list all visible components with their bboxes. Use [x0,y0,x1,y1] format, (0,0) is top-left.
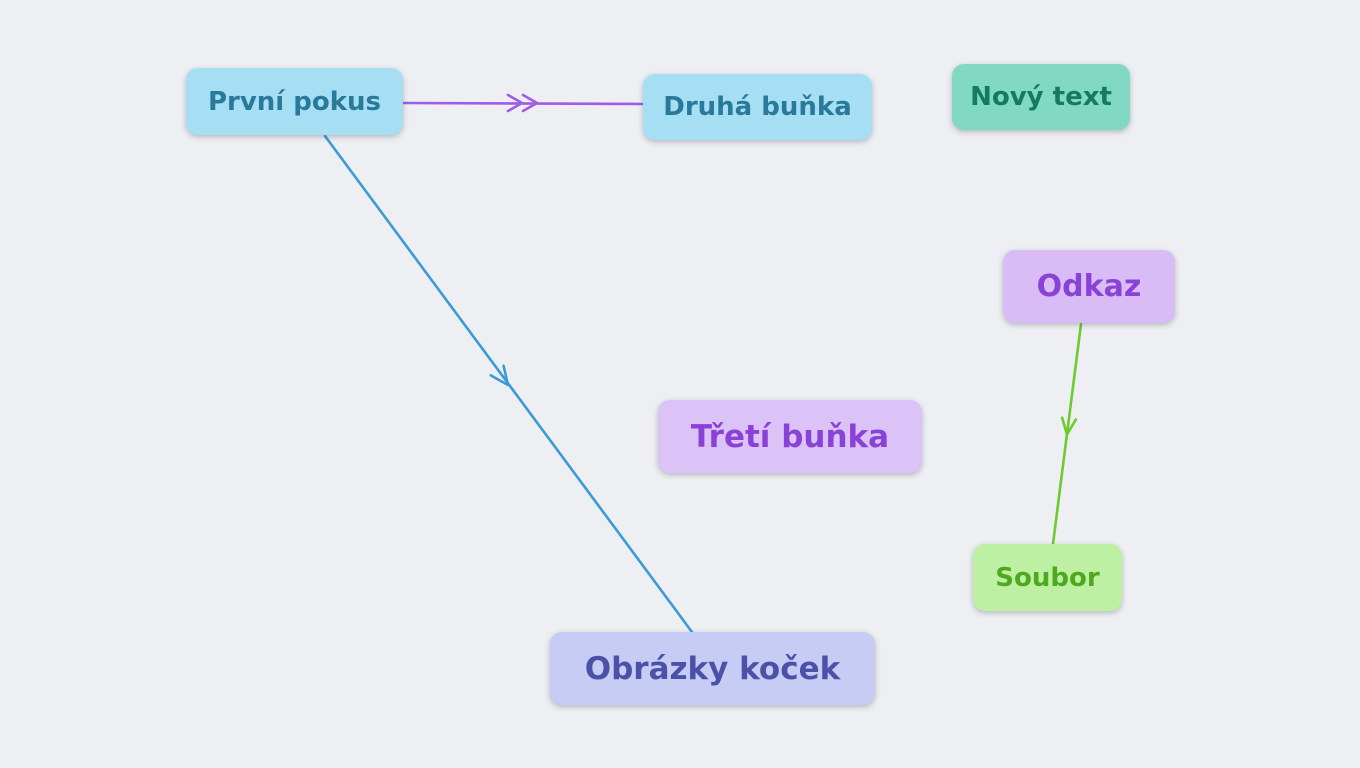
node-label: Třetí buňka [690,418,890,455]
canvas-node-obrazky-kocek[interactable]: Obrázky koček [550,632,875,705]
canvas-node-odkaz[interactable]: Odkaz [1003,250,1175,323]
edge-prvni-to-druha[interactable] [401,93,645,113]
node-label: Nový text [970,82,1112,112]
edge-odkaz-to-soubor[interactable] [1051,322,1083,546]
node-label: Obrázky koček [584,650,841,687]
node-label: Soubor [995,562,1100,593]
node-label: Druhá buňka [663,92,852,122]
canvas-node-novy-text[interactable]: Nový text [952,64,1130,130]
canvas-node-treti-bunka[interactable]: Třetí buňka [658,400,922,473]
edge-prvni-to-obrazky[interactable] [323,134,694,634]
canvas-node-soubor[interactable]: Soubor [973,544,1122,611]
canvas-node-prvni-pokus[interactable]: První pokus [186,68,403,135]
node-label: První pokus [207,86,382,117]
canvas-node-druha-bunka[interactable]: Druhá buňka [643,74,872,140]
node-label: Odkaz [1036,269,1142,304]
